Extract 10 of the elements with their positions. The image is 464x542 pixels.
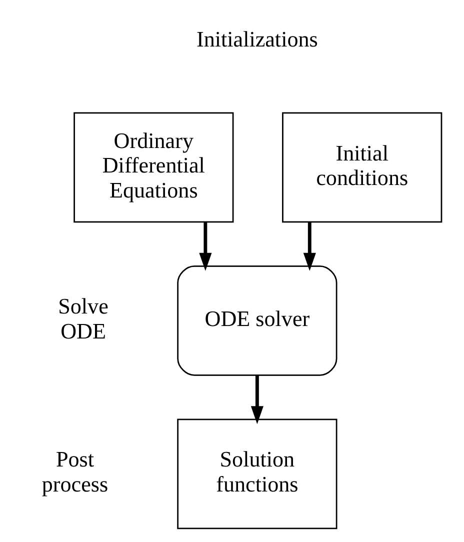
node-box: ODE solver: [177, 265, 338, 376]
label: Solve ODE: [58, 294, 108, 344]
label: Initializations: [196, 26, 318, 52]
node-box: Solution functions: [177, 418, 338, 530]
node-box: Ordinary Differential Equations: [74, 112, 234, 223]
node-box: Initial conditions: [282, 112, 442, 223]
arrow: [199, 222, 212, 271]
label: Post process: [42, 446, 108, 497]
arrow: [250, 376, 264, 424]
arrow: [303, 222, 316, 271]
